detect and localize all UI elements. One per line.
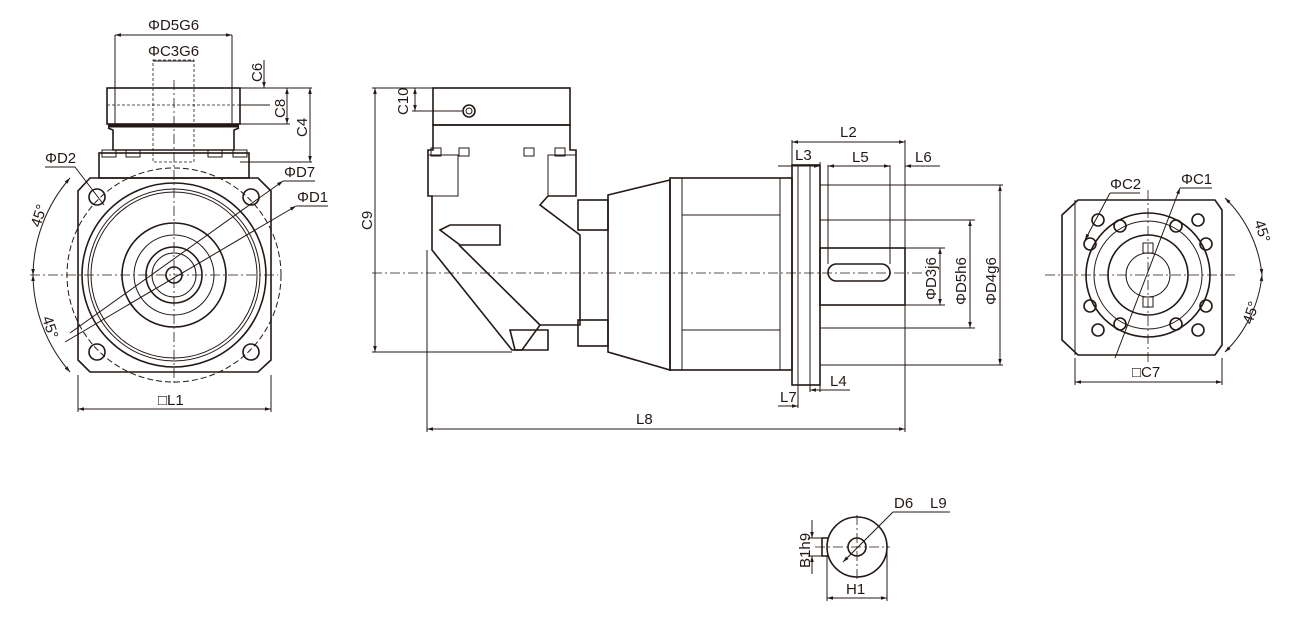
shaft-section: B1h9 D6 L9 H1 [797,495,950,601]
square-flange [77,177,272,373]
dim-l9: L9 [930,495,947,512]
bolt-holes [1083,213,1213,337]
angle-top: 45° [28,202,51,229]
dim-l8: L8 [636,411,653,428]
output-angle-top: 45° [1250,218,1273,245]
dim-d5h6: ΦD5h6 [953,257,970,305]
input-pilot [106,87,241,125]
dim-c3g6: ΦC3G6 [148,43,199,60]
dim-d7: ΦD7 [284,164,315,181]
dim-c4: C4 [294,118,311,137]
dim-d5g6: ΦD5G6 [148,17,199,34]
dim-d1: ΦD1 [297,189,328,206]
dim-c9: C9 [359,211,376,230]
dim-c7: □C7 [1132,364,1160,381]
dim-c6: C6 [249,63,266,82]
dim-d6: D6 [894,495,913,512]
side-view: C9 C10 L2 L3 L5 L6 ΦD3j6 ΦD5h6 ΦD4g6 L7 … [359,87,1003,432]
output-angle-bottom: 45° [1240,299,1263,326]
dim-d3j6: ΦD3j6 [923,257,940,300]
dim-l5: L5 [852,149,869,166]
output-shaft [819,247,906,306]
dim-c1: ΦC1 [1181,171,1212,188]
dim-l4: L4 [830,373,847,390]
dim-l3: L3 [795,147,812,164]
dim-l7: L7 [780,389,797,406]
dim-l1: □L1 [158,392,184,409]
output-view: ΦC2 ΦC1 45° 45° □C7 [1045,171,1273,385]
dim-d2: ΦD2 [45,150,76,167]
angle-bottom: 45° [38,314,61,341]
dim-h1: H1 [846,581,865,598]
dim-c2: ΦC2 [1110,176,1141,193]
dim-b1h9: B1h9 [797,533,814,568]
dim-l6: L6 [915,149,932,166]
dim-c10: C10 [395,87,412,115]
front-view: ΦD5G6 ΦC3G6 C6 C8 C4 ΦD2 ΦD7 ΦD1 45° 45°… [28,17,328,412]
dim-c8: C8 [272,99,289,118]
dim-l2: L2 [840,124,857,141]
dim-d4g6: ΦD4g6 [983,257,1000,305]
